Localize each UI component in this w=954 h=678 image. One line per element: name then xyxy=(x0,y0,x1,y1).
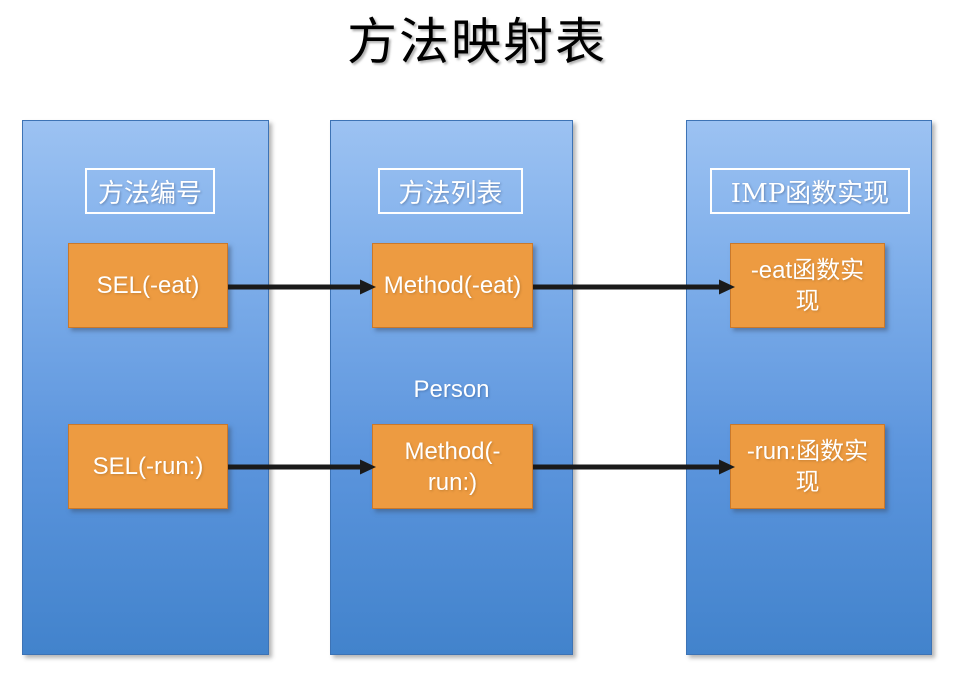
arrow-method-run-to-imp xyxy=(533,459,735,475)
box-imp-eat-label: -eat函数实现 xyxy=(750,256,865,315)
column-header-method-list: 方法列表 xyxy=(378,168,523,214)
column-header-imp: IMP函数实现 xyxy=(710,168,910,214)
box-sel-eat-label: SEL(-eat) xyxy=(96,272,200,299)
box-sel-run-label: SEL(-run:) xyxy=(92,453,204,480)
box-sel-eat[interactable]: SEL(-eat) xyxy=(68,243,228,328)
box-imp-eat[interactable]: -eat函数实现 xyxy=(730,243,885,328)
box-imp-run[interactable]: -run:函数实现 xyxy=(730,424,885,509)
box-method-eat[interactable]: Method(-eat) xyxy=(372,243,533,328)
arrow-sel-eat-to-method xyxy=(228,279,376,295)
arrow-sel-run-to-method xyxy=(228,459,376,475)
arrow-method-eat-to-imp xyxy=(533,279,735,295)
page-title: 方法映射表 xyxy=(347,13,607,71)
column-header-method-number: 方法编号 xyxy=(85,168,215,214)
box-imp-run-label: -run:函数实现 xyxy=(746,437,869,496)
box-method-run-label: Method(-run:) xyxy=(404,437,501,496)
column-method-number xyxy=(22,120,269,655)
box-method-eat-label: Method(-eat) xyxy=(383,272,522,299)
column-imp xyxy=(686,120,932,655)
box-sel-run[interactable]: SEL(-run:) xyxy=(68,424,228,509)
column-method-list xyxy=(330,120,573,655)
box-method-run[interactable]: Method(-run:) xyxy=(372,424,533,509)
label-person: Person xyxy=(413,376,490,403)
